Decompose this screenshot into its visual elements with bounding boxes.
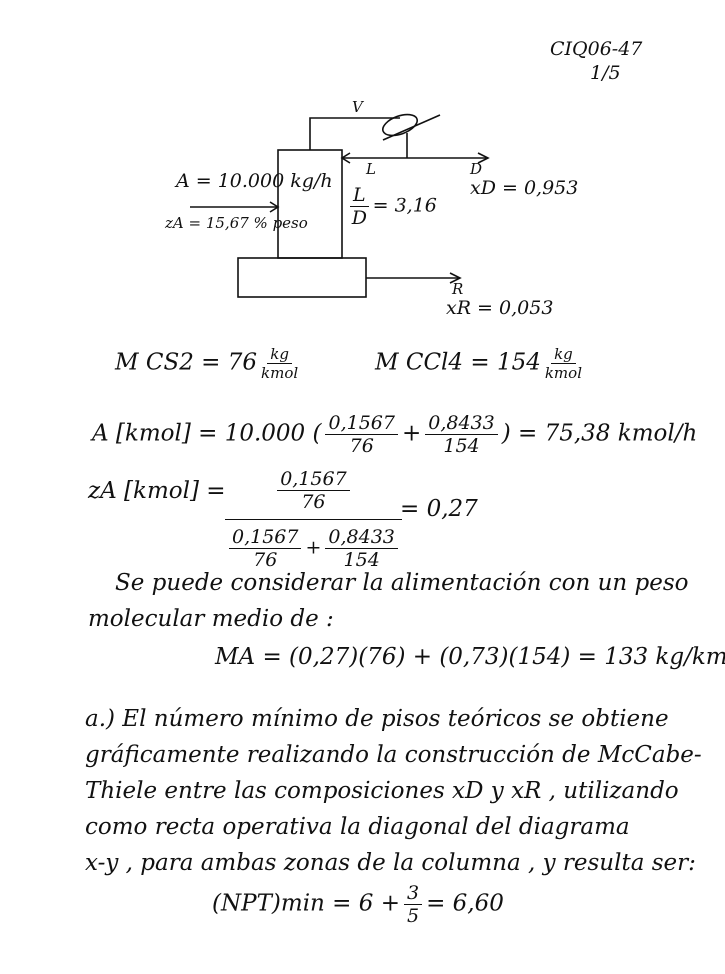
column [277,149,343,259]
reboiler [237,257,367,298]
page-number: 1/5 [590,62,621,84]
label-za: zA = 15,67 % peso [165,214,308,232]
label-l: L [366,160,376,178]
text-line: a.) El número mínimo de pisos teóricos s… [85,706,669,732]
label-v: V [352,98,363,116]
text-line: molecular medio de : [88,606,334,632]
label-xr: xR = 0,053 [446,297,554,319]
document-code: CIQ06-47 [550,38,643,60]
text-line: Se puede considerar la alimentación con … [115,570,689,596]
label-xd: xD = 0,953 [470,177,579,199]
distillation-column-diagram [190,113,490,298]
text-line: Thiele entre las composiciones xD y xR ,… [85,778,679,804]
vapor-line [309,117,400,150]
equation-mean-molar-mass: MA = (0,27)(76) + (0,73)(154) = 133 kg/k… [215,644,725,670]
equation-za-lhs: zA [kmol] = [88,478,226,504]
label-feed: A = 10.000 kg/h [176,170,333,192]
text-line: como recta operativa la diagonal del dia… [85,814,630,840]
label-r: R [452,280,464,298]
equation-za-result: = 0,27 [400,496,478,522]
text-line: x-y , para ambas zonas de la columna , y… [85,850,696,876]
condenser [382,113,418,137]
label-d: D [470,160,483,178]
text-line: gráficamente realizando la construcción … [85,742,702,768]
